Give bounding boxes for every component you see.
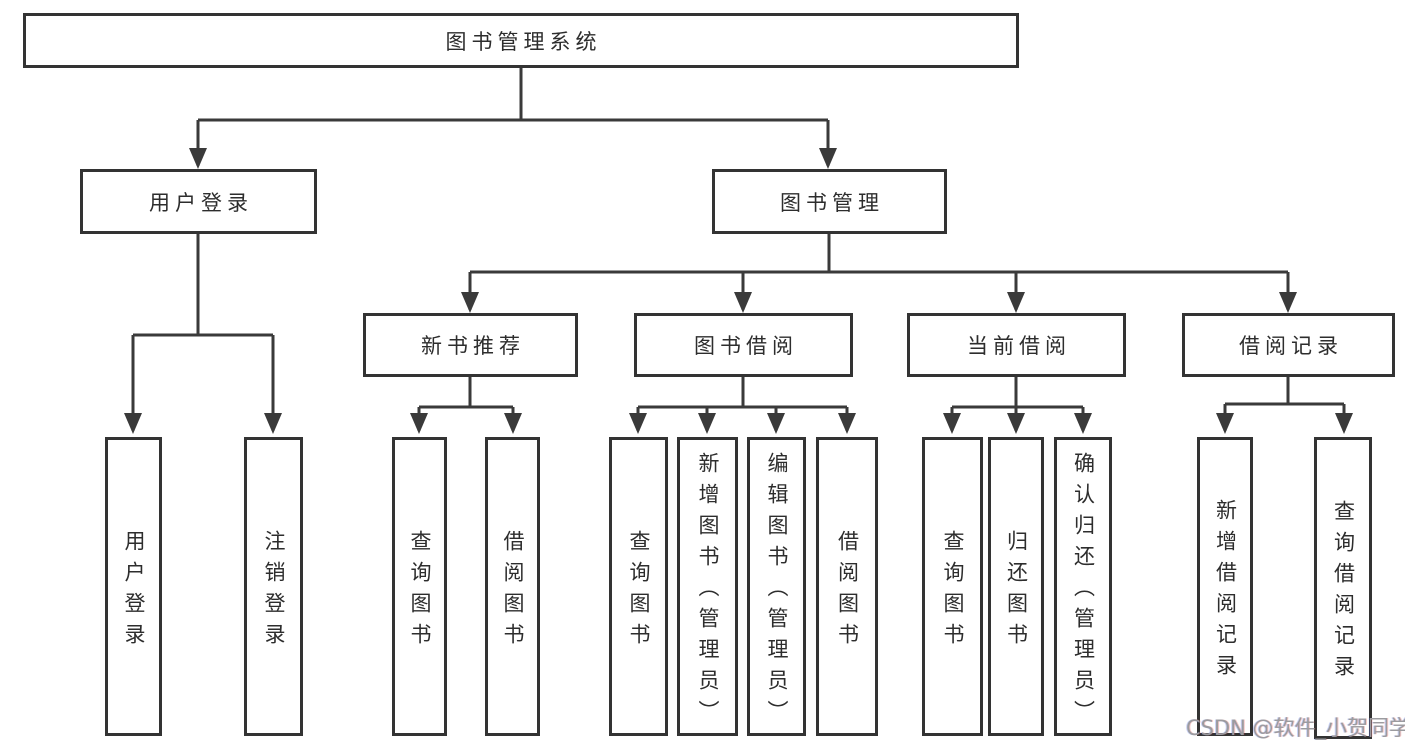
connector-lines (133, 67, 1344, 409)
node-root-label: 图书管理系统 (445, 29, 602, 54)
connector-records-split (1225, 377, 1344, 406)
connector-mgmt-split (470, 234, 1288, 274)
leaf-query-books-3-label: 查询图书 (941, 529, 965, 654)
leaf-add-borrow-record-label: 新增借阅记录 (1213, 498, 1238, 685)
leaf-confirm-return-admin-label: 确认归还（管理员） (1071, 452, 1096, 731)
node-user-login: 用户登录 (80, 169, 317, 234)
leaf-confirm-return-admin: 确认归还（管理员） (1054, 437, 1112, 736)
leaf-borrow-books-1: 借阅图书 (485, 437, 540, 736)
leaf-query-books-2: 查询图书 (609, 437, 668, 736)
leaf-user-login: 用户登录 (105, 437, 162, 736)
leaf-return-book: 归还图书 (988, 437, 1044, 736)
node-new-book-recommend: 新书推荐 (363, 313, 578, 377)
leaf-query-books-2-label: 查询图书 (627, 529, 651, 654)
node-current-borrow: 当前借阅 (907, 313, 1126, 377)
leaf-query-borrow-record-label: 查询借阅记录 (1331, 500, 1356, 686)
connector-current-split (952, 377, 1083, 409)
node-book-borrow-label: 图书借阅 (694, 334, 798, 358)
leaf-edit-book-admin-label: 编辑图书（管理员） (765, 452, 789, 731)
leaf-add-book-admin: 新增图书（管理员） (677, 437, 738, 736)
csdn-watermark: CSDN @软件_小贺同学 (1186, 716, 1405, 740)
connector-root-split (198, 67, 828, 122)
node-user-login-label: 用户登录 (149, 190, 253, 215)
node-new-book-recommend-label: 新书推荐 (421, 334, 525, 358)
leaf-add-book-admin-label: 新增图书（管理员） (696, 452, 720, 731)
leaf-borrow-books-1-label: 借阅图书 (501, 529, 525, 654)
connector-arrows (124, 120, 1353, 434)
connector-borrow-split (638, 377, 847, 409)
leaf-add-borrow-record: 新增借阅记录 (1197, 437, 1253, 736)
node-book-borrow: 图书借阅 (634, 313, 853, 377)
node-book-management: 图书管理 (712, 169, 947, 234)
leaf-return-book-label: 归还图书 (1004, 529, 1029, 654)
node-root: 图书管理系统 (23, 13, 1019, 68)
leaf-query-books-1-label: 查询图书 (408, 529, 432, 654)
leaf-borrow-books-2-label: 借阅图书 (835, 529, 860, 654)
leaf-user-login-label: 用户登录 (122, 529, 146, 654)
leaf-borrow-books-2: 借阅图书 (816, 437, 878, 736)
node-borrow-records: 借阅记录 (1182, 313, 1395, 377)
node-book-management-label: 图书管理 (780, 190, 884, 215)
node-current-borrow-label: 当前借阅 (967, 334, 1071, 358)
connector-newbook-split (419, 376, 513, 409)
leaf-query-borrow-record: 查询借阅记录 (1314, 437, 1372, 739)
node-borrow-records-label: 借阅记录 (1239, 334, 1343, 358)
leaf-query-books-3: 查询图书 (922, 437, 983, 736)
connector-login-split (133, 233, 273, 337)
leaf-logout-label: 注销登录 (262, 529, 286, 654)
leaf-edit-book-admin: 编辑图书（管理员） (747, 437, 806, 736)
leaf-logout: 注销登录 (244, 437, 303, 736)
leaf-query-books-1: 查询图书 (392, 437, 447, 736)
